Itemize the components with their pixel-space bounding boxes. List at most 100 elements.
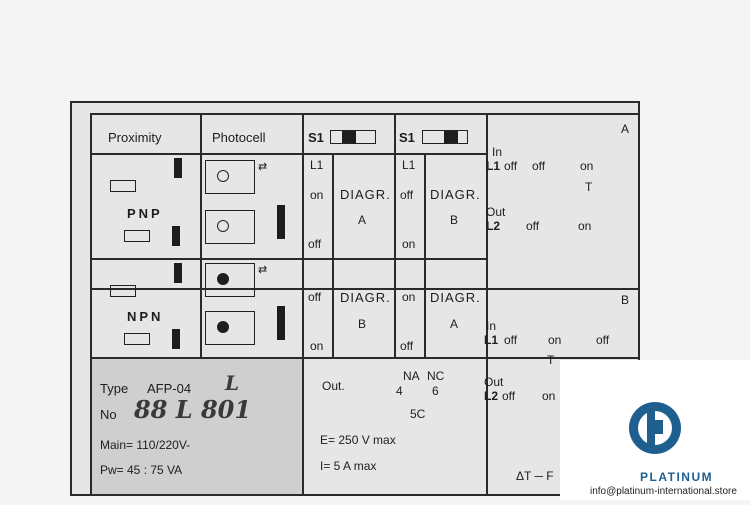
diag-a-off3: off <box>526 219 540 233</box>
row2-diagr-b-sub: A <box>450 317 459 331</box>
grid-line <box>90 153 486 155</box>
switch-knob-a <box>342 131 356 143</box>
diag-b-label: B <box>621 293 630 307</box>
diag-a-on2: on <box>578 219 592 233</box>
grid-line <box>486 113 488 494</box>
row1-diagr-b: DIAGR. <box>430 187 481 202</box>
diag-a-l1: L1 <box>486 159 501 173</box>
row2-diagr-a-sub: B <box>358 317 367 331</box>
grid-line <box>424 153 426 359</box>
serial-handwritten: 88 L 801 <box>134 395 252 424</box>
pin-4: 4 <box>396 384 403 398</box>
proximity-sensor-icon <box>110 180 136 192</box>
type-block-background <box>90 359 302 494</box>
watermark-area <box>560 360 750 500</box>
beam-arrows-icon: ⇄ <box>258 161 268 173</box>
voltage-max: E= 250 V max <box>320 433 396 447</box>
npn-label: NPN <box>127 309 164 324</box>
diag-b-off3: off <box>502 389 516 403</box>
diag-b-on2: on <box>542 389 556 403</box>
row2-off-a: off <box>308 290 322 304</box>
photocell-icon <box>205 311 255 345</box>
row2-diagr-b: DIAGR. <box>430 290 481 305</box>
lens-open-icon <box>217 220 229 232</box>
photocell-icon <box>205 160 255 194</box>
diag-a-out: Out <box>486 205 506 219</box>
row1-off-a: off <box>308 237 322 251</box>
beam-arrows-icon: ⇄ <box>258 264 268 276</box>
target-block-icon <box>172 226 180 246</box>
current-max: I= 5 A max <box>320 459 377 473</box>
diag-b-off2: off <box>596 333 610 347</box>
proximity-sensor-icon <box>124 230 150 242</box>
target-block-icon <box>174 158 182 178</box>
out-label: Out. <box>322 379 345 393</box>
lens-filled-icon <box>217 273 229 285</box>
row1-l1-b: L1 <box>402 158 416 172</box>
pnp-label: PNP <box>127 206 163 221</box>
proximity-sensor-icon <box>124 333 150 345</box>
label-plate: Proximity Photocell S1 S1 A PNP ⇄ L1 on … <box>70 101 640 496</box>
diag-a-on: on <box>580 159 594 173</box>
header-proximity: Proximity <box>108 130 162 145</box>
watermark-email: info@platinum-international.store <box>590 486 737 497</box>
row1-off-b: off <box>400 188 414 202</box>
contact-nc: NC <box>427 369 445 383</box>
diag-b-t: T <box>547 353 555 367</box>
grid-line <box>90 357 638 359</box>
grid-line <box>90 113 638 115</box>
diag-a-t: T <box>585 180 593 194</box>
photocell-icon <box>205 210 255 244</box>
grid-line <box>90 288 638 290</box>
contact-na: NA <box>403 369 420 383</box>
row1-diagr-a: DIAGR. <box>340 187 391 202</box>
target-block-icon <box>172 329 180 349</box>
diag-b-l2: L2 <box>484 389 499 403</box>
photocell-icon <box>205 263 255 297</box>
row2-on-a: on <box>310 339 324 353</box>
diag-b-in: In <box>486 319 497 333</box>
header-s1-a: S1 <box>308 130 324 145</box>
reflector-block-icon <box>277 205 285 239</box>
row2-diagr-a: DIAGR. <box>340 290 391 305</box>
diag-a-l2: L2 <box>486 219 501 233</box>
switch-symbol-b <box>422 130 468 144</box>
pin-5c: 5C <box>410 407 426 421</box>
diag-a-off1: off <box>504 159 518 173</box>
row2-on-b: on <box>402 290 416 304</box>
row1-on-a: on <box>310 188 324 202</box>
pin-6: 6 <box>432 384 439 398</box>
diag-b-delta-t: ΔT ─ F <box>516 469 554 483</box>
row2-off-b: off <box>400 339 414 353</box>
diag-b-out: Out <box>484 375 504 389</box>
platinum-logo-icon <box>629 402 681 454</box>
watermark-brand: PLATINUM <box>640 470 714 484</box>
grid-line <box>90 113 92 494</box>
grid-line <box>200 113 202 359</box>
lens-filled-icon <box>217 321 229 333</box>
grid-line <box>302 113 304 494</box>
type-handwritten: L <box>225 371 240 395</box>
grid-line <box>332 153 334 359</box>
row1-diagr-b-sub: B <box>450 213 459 227</box>
reflector-block-icon <box>277 306 285 340</box>
grid-line <box>90 258 486 260</box>
diag-b-off1: off <box>504 333 518 347</box>
type-label: Type <box>100 381 129 396</box>
proximity-sensor-icon <box>110 285 136 297</box>
switch-symbol-a <box>330 130 376 144</box>
row1-l1-a: L1 <box>310 158 324 172</box>
header-s1-b: S1 <box>399 130 415 145</box>
lens-open-icon <box>217 170 229 182</box>
row1-diagr-a-sub: A <box>358 213 367 227</box>
no-label: No <box>100 407 117 422</box>
header-photocell: Photocell <box>212 130 266 145</box>
row1-on-b: on <box>402 237 416 251</box>
diag-b-on1: on <box>548 333 562 347</box>
switch-knob-b <box>444 131 458 143</box>
target-block-icon <box>174 263 182 283</box>
type-value: AFP-04 <box>147 381 192 396</box>
diag-b-l1: L1 <box>484 333 499 347</box>
power-rating: Pw= 45 : 75 VA <box>100 463 183 477</box>
grid-line <box>394 113 396 359</box>
